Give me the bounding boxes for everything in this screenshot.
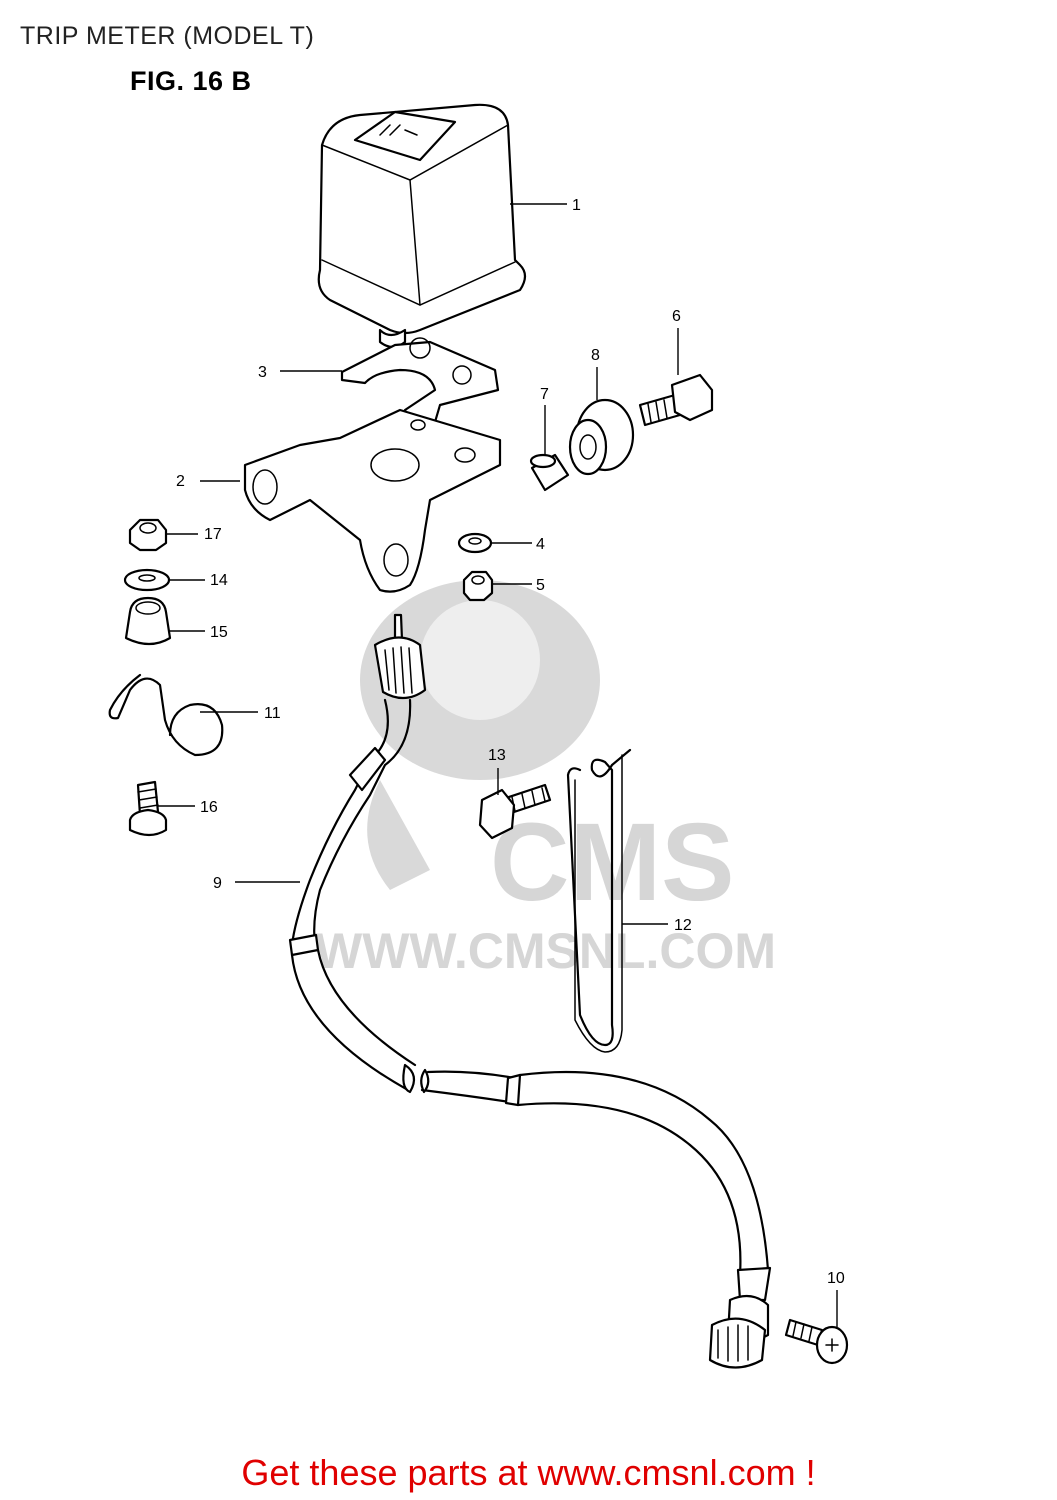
callout-6: 6 [672, 308, 681, 325]
part-10-screw [784, 1318, 849, 1365]
callout-4: 4 [536, 536, 545, 553]
callout-14: 14 [210, 572, 228, 589]
part-6-bolt [638, 373, 714, 427]
callout-8: 8 [591, 347, 600, 364]
part-13-bolt [478, 783, 552, 840]
figure-label: FIG. 16 B [130, 66, 252, 96]
callout-7: 7 [540, 386, 549, 403]
part-9-cable [288, 613, 772, 1369]
part-16-screw [128, 780, 168, 837]
part-11-spring-clip [108, 673, 224, 757]
callout-labels: 1 2 3 4 5 6 7 8 9 10 11 12 13 14 15 16 1… [176, 197, 845, 1287]
footer-link[interactable]: Get these parts at www.cmsnl.com ! [241, 1452, 816, 1493]
part-12-wire-clip [566, 748, 632, 1053]
part-15-bushing [124, 596, 172, 646]
part-5-nut [462, 570, 494, 602]
callout-2: 2 [176, 473, 185, 490]
watermark-wrench-icon [367, 780, 430, 890]
part-4-washer [457, 532, 493, 554]
page-title: TRIP METER (MODEL T) [20, 22, 315, 50]
callout-5: 5 [536, 577, 545, 594]
part-17-nut [128, 518, 168, 552]
callout-3: 3 [258, 364, 267, 381]
callout-12: 12 [674, 917, 692, 934]
callout-13: 13 [488, 747, 506, 764]
part-3-plate [340, 337, 500, 427]
watermark-mascot-face [420, 600, 540, 720]
callout-15: 15 [210, 624, 228, 641]
callout-9: 9 [213, 875, 222, 892]
part-2-bracket [243, 408, 502, 593]
callout-10: 10 [827, 1270, 845, 1287]
part-7-collar [529, 453, 570, 492]
part-1-trip-meter [317, 103, 527, 349]
callout-1: 1 [572, 197, 581, 214]
part-14-washer [123, 568, 171, 592]
callout-17: 17 [204, 526, 222, 543]
callout-11: 11 [264, 705, 281, 722]
part-8-grommet [568, 398, 635, 476]
watermark-url: WWW.CMSNL.COM [315, 923, 776, 979]
leader-lines [158, 203, 838, 1327]
callout-16: 16 [200, 799, 218, 816]
